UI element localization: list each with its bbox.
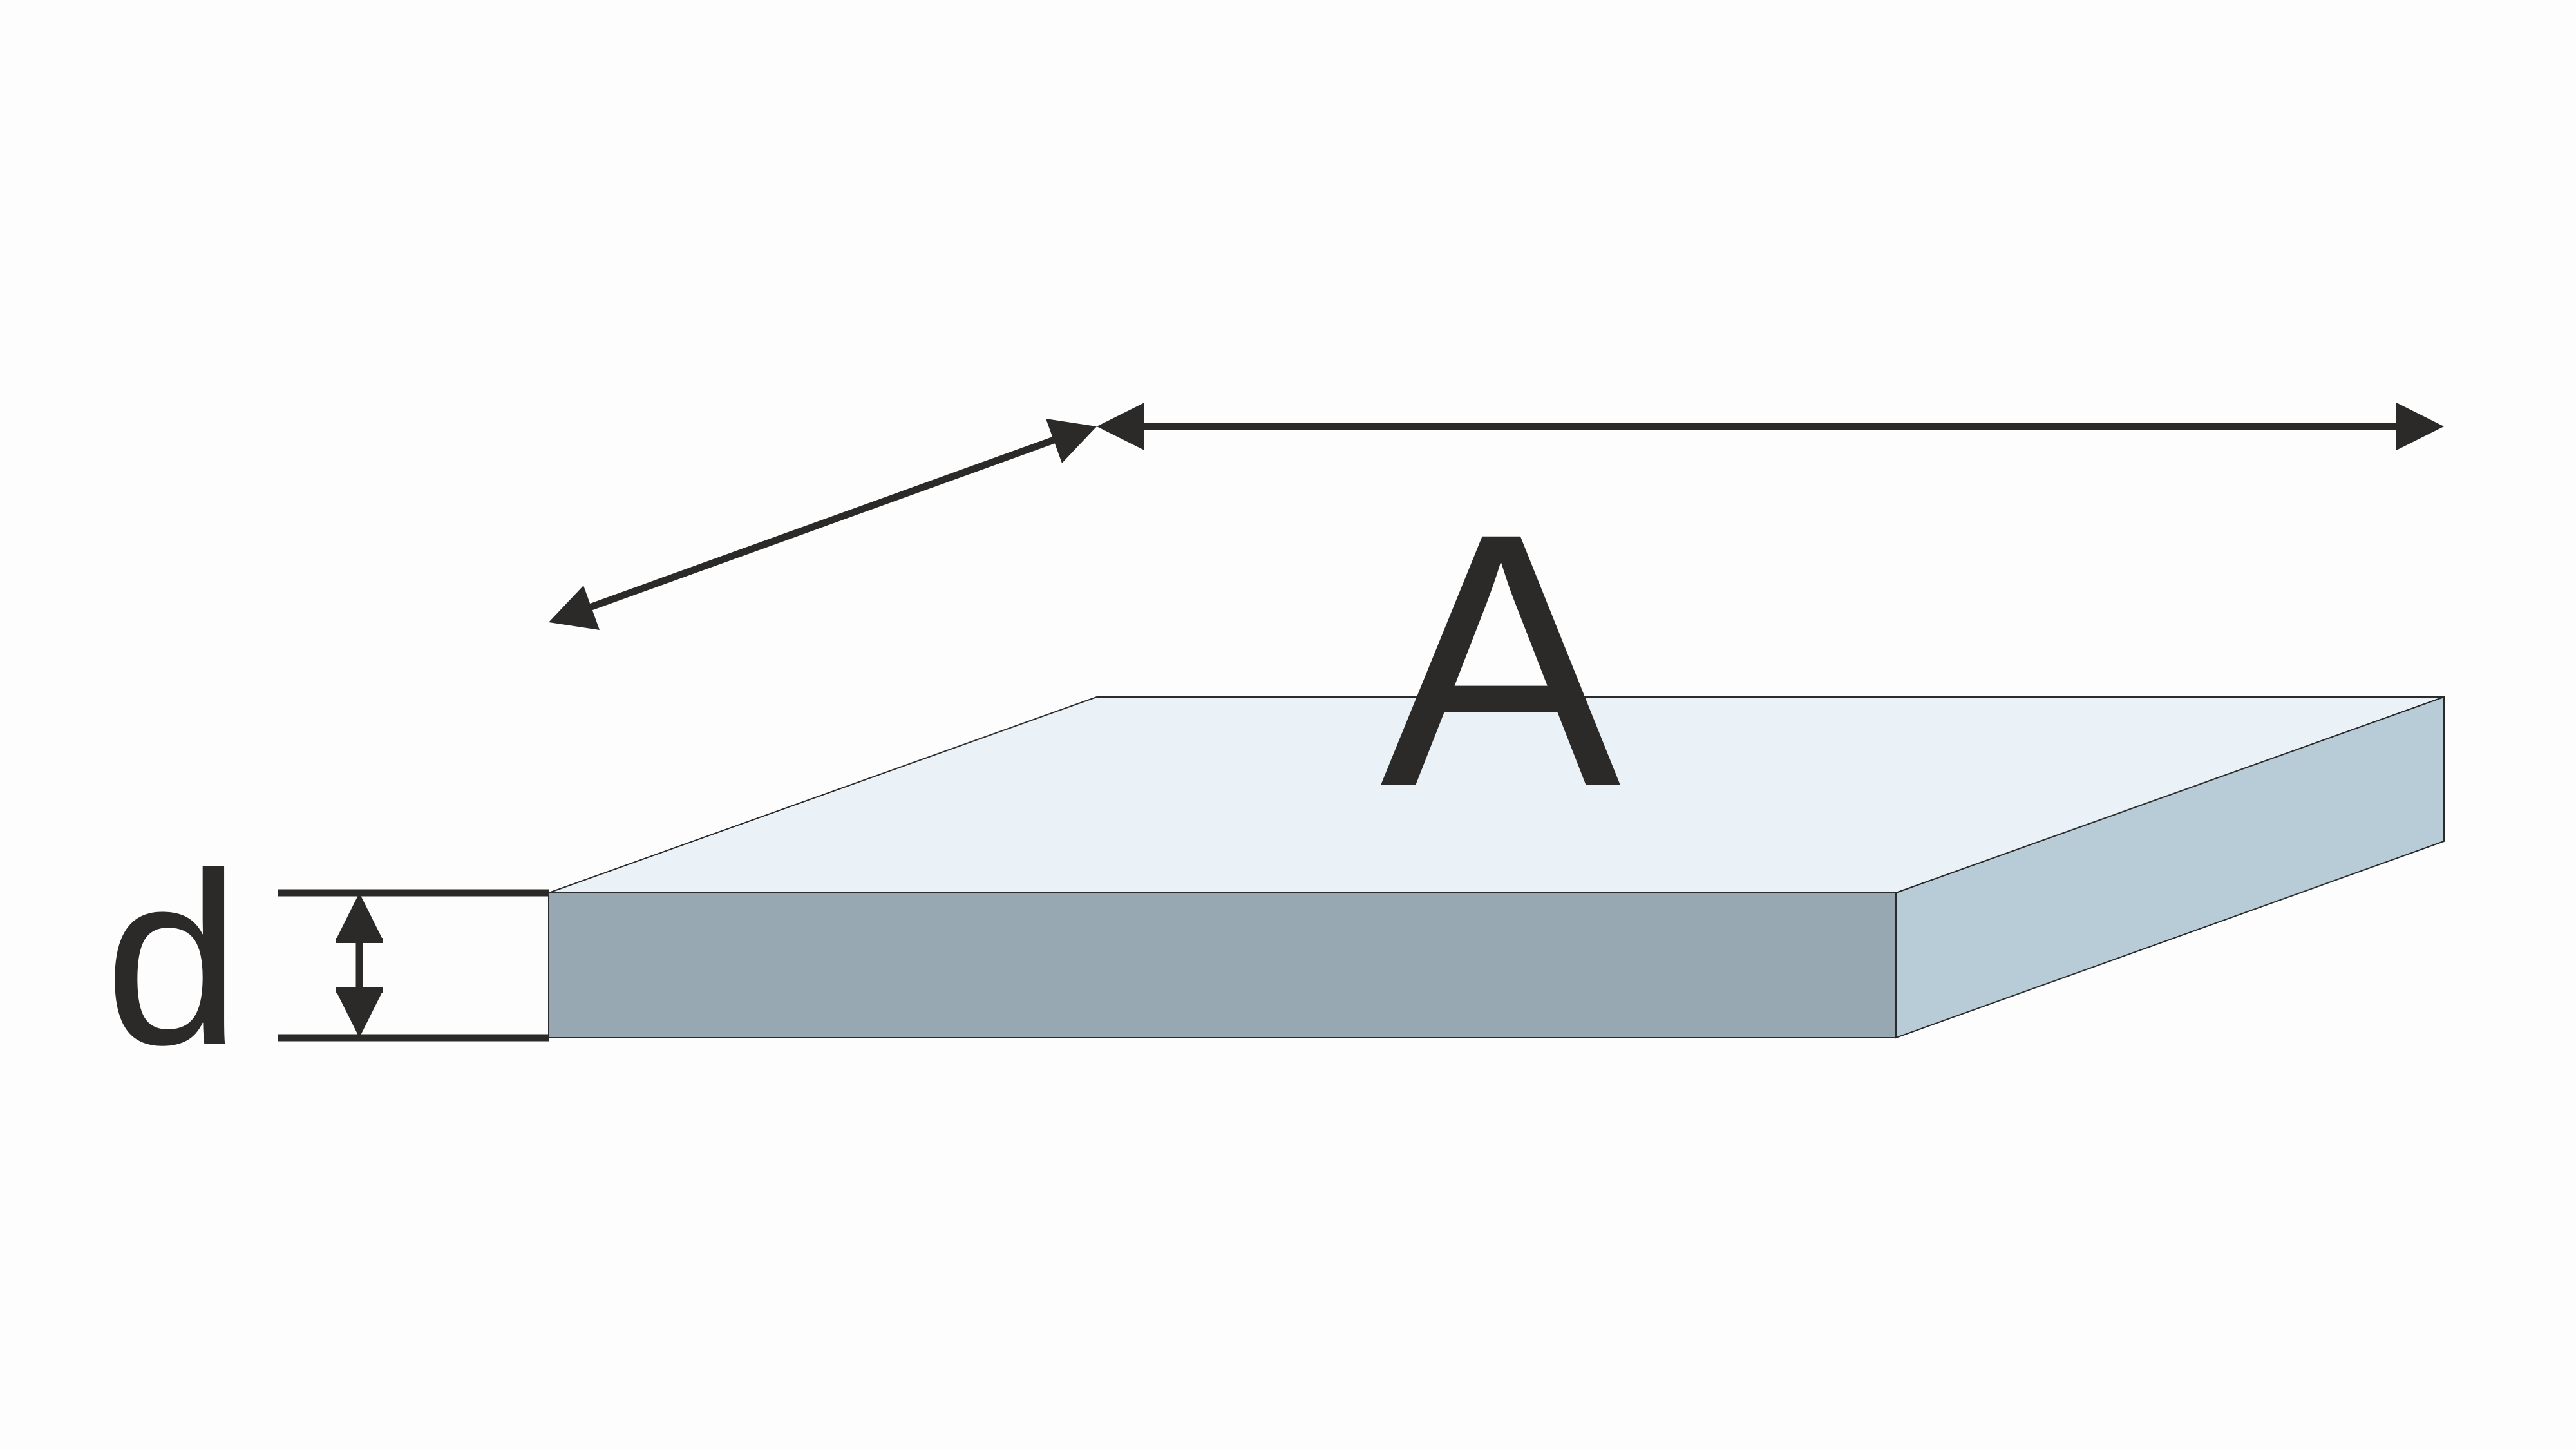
plate-front-face [548,892,1897,1038]
depth-arrow-shaft [585,434,1061,613]
depth-arrowhead-upper [1046,419,1097,463]
thickness-label: d [104,822,240,1096]
width-arrowhead-right [2396,403,2444,450]
depth-dimension-arrow [549,419,1097,630]
plate [548,696,2445,1039]
thickness-dimension [278,889,549,1042]
width-dimension-arrow [1097,403,2444,450]
thickness-arrowhead-up [336,893,383,939]
thickness-arrowhead-down [336,991,383,1038]
depth-arrowhead-lower [549,586,600,630]
width-arrowhead-left [1097,403,1144,450]
area-label: A [1380,458,1622,861]
